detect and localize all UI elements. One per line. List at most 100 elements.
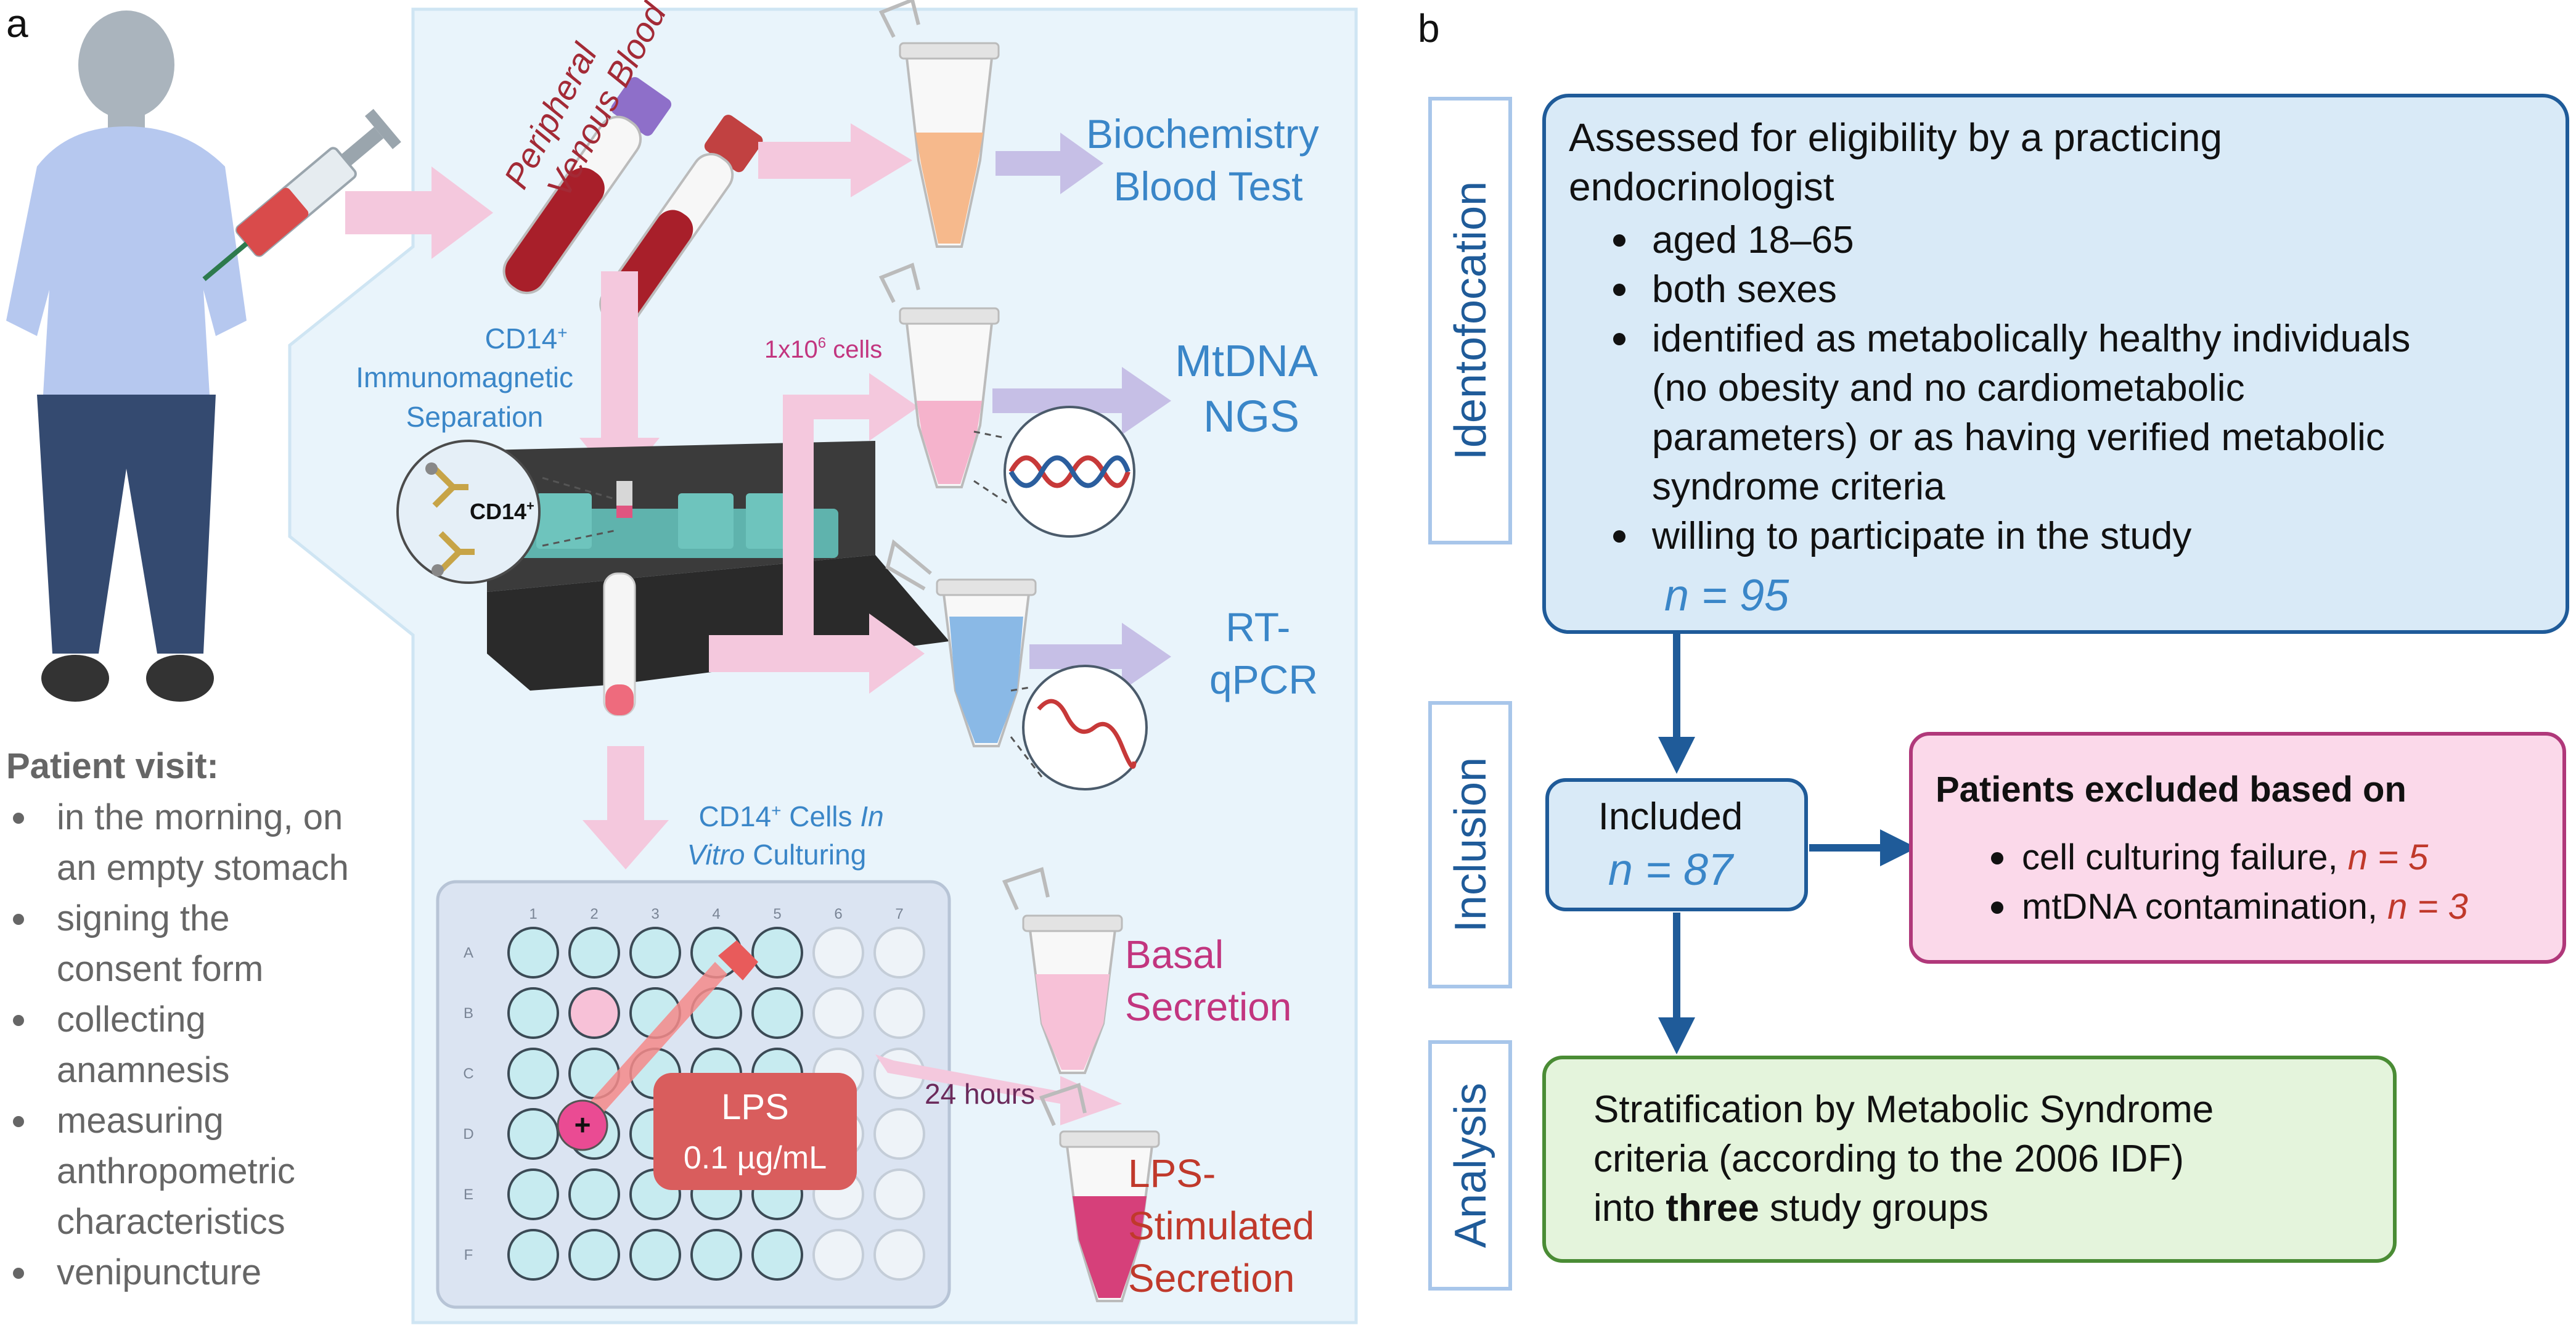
- cells-count: 1x106 cells: [764, 335, 882, 363]
- eligibility-bullet-line: identified as metabolically healthy indi…: [1652, 318, 2410, 360]
- bullet-dot: [1613, 530, 1625, 543]
- patient-visit-line: anamnesis: [57, 1050, 229, 1090]
- included-box: Included n = 87: [1545, 778, 1808, 911]
- plate-row-label: C: [463, 1065, 473, 1082]
- lps-box-title: LPS: [721, 1087, 789, 1127]
- rtqpcr-label: RT- qPCR: [1209, 604, 1318, 702]
- bullet-dot: [13, 1116, 24, 1127]
- tube-basal-icon: [1002, 867, 1123, 1074]
- eligibility-bullet-line: syndrome criteria: [1652, 466, 1945, 508]
- biochem-label: Biochemistry Blood Test: [1086, 111, 1330, 209]
- tube-mtdna-icon: [878, 262, 1000, 488]
- rna-zoom: [1010, 665, 1148, 790]
- plate-well: [751, 927, 803, 979]
- arrow-to-separation: [579, 271, 660, 487]
- lps-box: LPS 0.1 µg/mL: [653, 1073, 857, 1190]
- bullet-dot: [13, 813, 24, 824]
- plate-well: [507, 1168, 559, 1220]
- stage-identification-label: Identofocation: [1446, 181, 1495, 460]
- patient-visit-line: venipuncture: [57, 1252, 261, 1292]
- blood-tube-purple-icon: [502, 76, 672, 295]
- excluded-item: cell culturing failure, n = 5: [2022, 837, 2429, 877]
- eligibility-bullet-line: parameters) or as having verified metabo…: [1652, 416, 2385, 459]
- plate-col-label: 3: [651, 906, 659, 922]
- panel-b: b Identofocation Inclusion Analysis Asse…: [1418, 6, 2569, 1291]
- plate-row-label: A: [464, 945, 473, 961]
- bullet-dot: [13, 1268, 24, 1279]
- culturing-label: CD14+ Cells In Vitro Culturing: [687, 800, 892, 871]
- pipette-icon: +: [557, 940, 758, 1151]
- arrow-rtqpcr-purple: [1029, 623, 1171, 691]
- bullet-dot: [1613, 284, 1625, 296]
- panel-a: a: [6, 0, 1358, 1324]
- arrow-biochem-purple: [996, 133, 1103, 194]
- eligibility-bullet-line: aged 18–65: [1652, 219, 1854, 261]
- cd14-magnet-label: CD14+: [470, 498, 534, 524]
- bullet-dot: [13, 914, 24, 925]
- arrow-to-mtdna: [783, 373, 918, 647]
- separation-label: CD14+ Immunomagnetic Separation: [356, 313, 581, 433]
- plate-col-label: 1: [529, 906, 537, 922]
- tube-lps-stimulated-icon: [1039, 1083, 1160, 1302]
- analysis-box: Stratification by Metabolic Syndrome cri…: [1542, 1056, 2397, 1263]
- plate-row-label: E: [464, 1186, 473, 1203]
- plate-col-label: 7: [895, 906, 903, 922]
- excluded-item: mtDNA contamination, n = 3: [2022, 887, 2468, 927]
- mtdna-label: MtDNA NGS: [1175, 337, 1328, 441]
- eligibility-bullet-line: willing to participate in the study: [1651, 515, 2191, 557]
- plate-well: [873, 1108, 925, 1160]
- plate-well: [690, 1229, 742, 1281]
- plate-well: [812, 987, 864, 1039]
- eligibility-text: Assessed for eligibility by a practicing…: [1569, 115, 2233, 209]
- patient-visit-line: consent form: [57, 949, 263, 989]
- stage-inclusion-label: Inclusion: [1446, 757, 1495, 932]
- plate-col-label: 2: [590, 906, 598, 922]
- plate-well: [507, 1108, 559, 1160]
- panel-a-label: a: [6, 1, 28, 46]
- plate-row-label: B: [464, 1005, 473, 1022]
- patient-visit-line: in the morning, on: [57, 797, 343, 837]
- bullet-dot: [1613, 333, 1625, 345]
- stage-analysis: Analysis: [1428, 1040, 1512, 1291]
- plate-col-label: 5: [773, 906, 781, 922]
- lps-box-dose: 0.1 µg/mL: [684, 1140, 827, 1176]
- analysis-text: Stratification by Metabolic Syndrome cri…: [1593, 1088, 2224, 1229]
- plate-well: [751, 987, 803, 1039]
- included-n: n = 87: [1608, 845, 1735, 895]
- plate-well: [873, 927, 925, 979]
- plate-well: [873, 987, 925, 1039]
- excluded-list: cell culturing failure, n = 5 mtDNA conta…: [1991, 837, 2468, 927]
- arrow-to-biochem: [758, 123, 912, 197]
- excluded-box: Patients excluded based on cell culturin…: [1909, 732, 2566, 964]
- svg-text:+: +: [574, 1109, 591, 1141]
- plate-well: [507, 927, 559, 979]
- patient-visit-line: characteristics: [57, 1202, 285, 1242]
- bullet-dot: [1991, 852, 2003, 864]
- stage-analysis-label: Analysis: [1446, 1083, 1495, 1248]
- patient-visit-line: anthropometric: [57, 1151, 295, 1191]
- arrow-to-culturing: [583, 746, 669, 869]
- eligibility-bullet-line: (no obesity and no cardiometabolic: [1652, 367, 2245, 409]
- plate-row-label: F: [464, 1247, 473, 1263]
- hours-label: 24 hours: [925, 1078, 1035, 1110]
- plate-well: [507, 987, 559, 1039]
- patient-visit-line: an empty stomach: [57, 848, 349, 888]
- tube-rtqpcr-icon: [885, 539, 1037, 747]
- arrow-mtdna-purple: [992, 367, 1171, 435]
- bullet-dot: [13, 1015, 24, 1026]
- plate-col-label: 4: [712, 906, 720, 922]
- cd14-magnet-zoom: CD14+: [396, 440, 617, 584]
- plate-well: [568, 927, 620, 979]
- plate-well: [812, 927, 864, 979]
- plate-well: [507, 1048, 559, 1099]
- plate-well: [568, 987, 620, 1039]
- plate-well: [568, 1168, 620, 1220]
- bullet-dot: [1613, 234, 1625, 247]
- patient-visit-line: signing the: [57, 898, 230, 938]
- plate-well: [568, 1229, 620, 1281]
- stage-inclusion: Inclusion: [1428, 701, 1512, 988]
- arrow-to-secretion: [875, 1054, 1122, 1125]
- eligibility-bullet-line: both sexes: [1652, 268, 1837, 311]
- eligibility-box: Assessed for eligibility by a practicing…: [1542, 94, 2569, 634]
